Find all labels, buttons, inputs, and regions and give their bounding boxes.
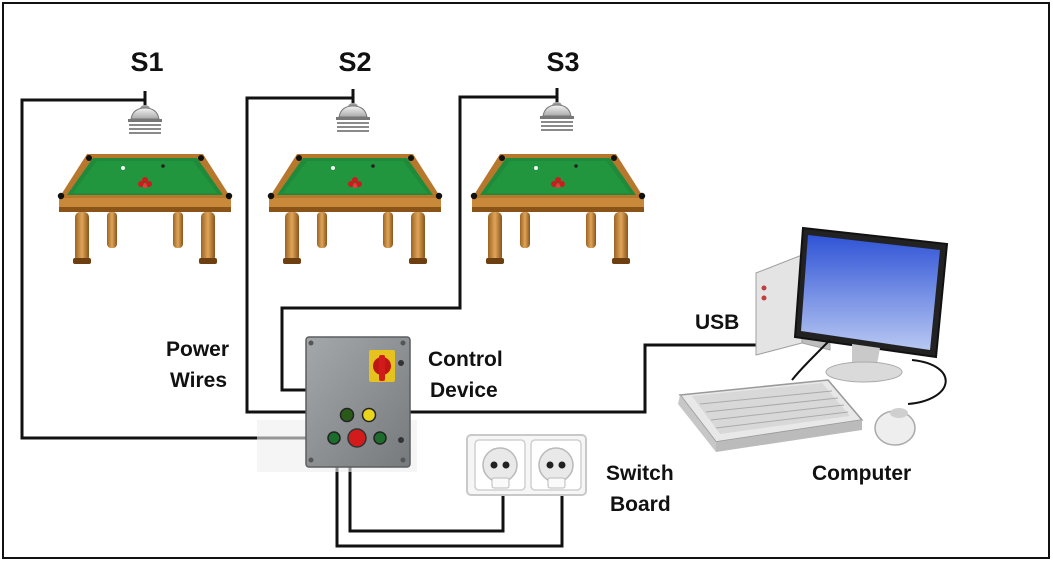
control-device-label-line2: Device	[430, 379, 498, 402]
switch-board-label-line2: Board	[610, 493, 671, 516]
control-device-label-line1: Control	[428, 348, 503, 371]
usb-label: USB	[695, 311, 739, 334]
computer-icon	[678, 226, 949, 452]
wire-usb	[408, 343, 758, 414]
table-s1	[57, 154, 233, 264]
lamp-icon	[334, 87, 372, 134]
wire-socket-a	[348, 462, 505, 533]
power-wires	[20, 95, 758, 548]
lamp-icon	[538, 86, 576, 133]
switch-board-icon	[466, 434, 587, 496]
table-label-s2: S2	[338, 47, 371, 77]
switch-board-label-line1: Switch	[606, 462, 674, 485]
wire-s1	[20, 98, 306, 440]
wire-s3	[280, 95, 557, 392]
wire-socket-b	[335, 462, 564, 548]
lamp-icon	[126, 89, 164, 136]
power-wires-label-line1: Power	[166, 338, 229, 361]
control-device-icon	[257, 336, 417, 472]
table-label-s3: S3	[546, 47, 579, 77]
table-s2	[267, 154, 443, 264]
wire-s2	[245, 96, 353, 414]
table-s3	[470, 154, 646, 264]
table-label-s1: S1	[130, 47, 163, 77]
power-wires-label-line2: Wires	[170, 369, 227, 392]
computer-label: Computer	[812, 462, 911, 485]
